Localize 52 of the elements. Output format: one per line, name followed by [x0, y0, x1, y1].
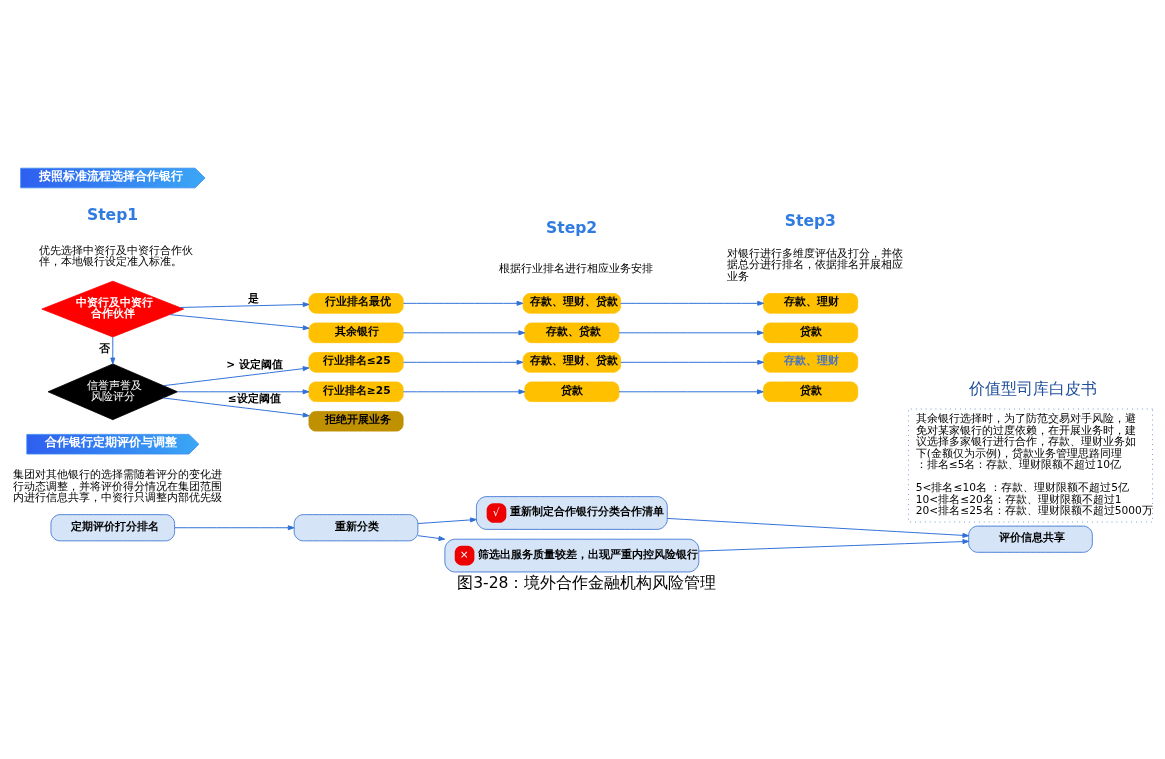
arrow [417, 535, 446, 541]
arrow [618, 330, 764, 336]
arrow [417, 517, 477, 525]
arrow [402, 359, 524, 365]
arrow [163, 366, 310, 387]
node-box: 存款、理财、贷款 [522, 293, 621, 314]
label: 集团对其他银行的选择需随着评分的变化进行动态调整，并将评价得分情况在集团范围内进行信息共享，中资行只调整内部优先级 [13, 468, 223, 505]
node-box: 拒绝开展业务 [308, 411, 404, 432]
caption: 图3-28：境外合作金融机构风险管理 [457, 573, 717, 592]
label: 优先选择中资行及中资行合作伙伴，本地银行设定准入标准。 [39, 243, 194, 269]
arrow [179, 302, 310, 308]
node-box: 其余银行选择时，为了防范交易对手风险，避免对某家银行的过度依赖，在开展业务时，建议选择多家银行进行合作，存款、理财业务如下(金额仅为示例)，贷款业务管理思路同理：排名≤5名：存款、理财限额不超过10亿 5<排名≤10名 ：存款、理财限额不超过5亿 10<排名≤20名：存款、理财限额不超过1 20<排名≤25名：存款、理财限额不超过5000万 [908, 408, 1153, 523]
node-diamond: 中资行及中资行合作伙伴 [41, 280, 185, 338]
node-box: √ 重新制定合作银行分类合作清单 [476, 496, 668, 530]
arrow [620, 300, 764, 306]
node-box: 定期评价打分排名 [50, 514, 176, 542]
node-box: 重新分类 [293, 514, 419, 542]
node-box: 行业排名≤25 [308, 352, 404, 373]
edge-label: 否 [99, 342, 111, 356]
arrow [169, 314, 310, 331]
node-box: 存款、理财、贷款 [522, 352, 621, 373]
arrow [666, 517, 970, 538]
edge-label: ≤设定阈值 [227, 391, 281, 405]
arrow [162, 397, 310, 418]
node-box: 存款、理财 [763, 352, 859, 373]
node-box: 贷款 [763, 381, 859, 403]
arrow [177, 389, 310, 395]
arrow [618, 389, 764, 395]
arrow [174, 525, 295, 531]
label: Step3 [784, 212, 836, 231]
arrow [698, 539, 970, 552]
node-box: 贷款 [763, 322, 859, 344]
node-box: 行业排名≥25 [308, 381, 404, 403]
label: 对银行进行多维度评估及打分，并依据总分进行排名，依据排名开展相应业务 [726, 246, 903, 283]
label: 根据行业排名进行相应业务安排 [498, 261, 653, 275]
node-box: × 筛选出服务质量较差，出现严重内控风险银行 [444, 538, 700, 573]
arrow [110, 336, 116, 365]
edge-label: > 设定阈值 [226, 358, 283, 372]
node-box: 存款、贷款 [524, 322, 620, 344]
node-diamond: 信誉声誉及风险评分 [47, 363, 178, 421]
node-box: 存款、理财 [763, 293, 859, 314]
arrow [402, 389, 526, 395]
node-box: 其余银行 [308, 322, 404, 344]
arrow [620, 359, 764, 365]
node-box: 评价信息共享 [968, 525, 1093, 553]
label: Step1 [86, 206, 139, 225]
node-box: 行业排名最优 [308, 293, 404, 314]
arrow [402, 300, 524, 306]
edge-label: 是 [248, 292, 260, 306]
label: Step2 [546, 218, 598, 237]
node-box: 贷款 [524, 381, 620, 403]
arrow [402, 330, 526, 336]
